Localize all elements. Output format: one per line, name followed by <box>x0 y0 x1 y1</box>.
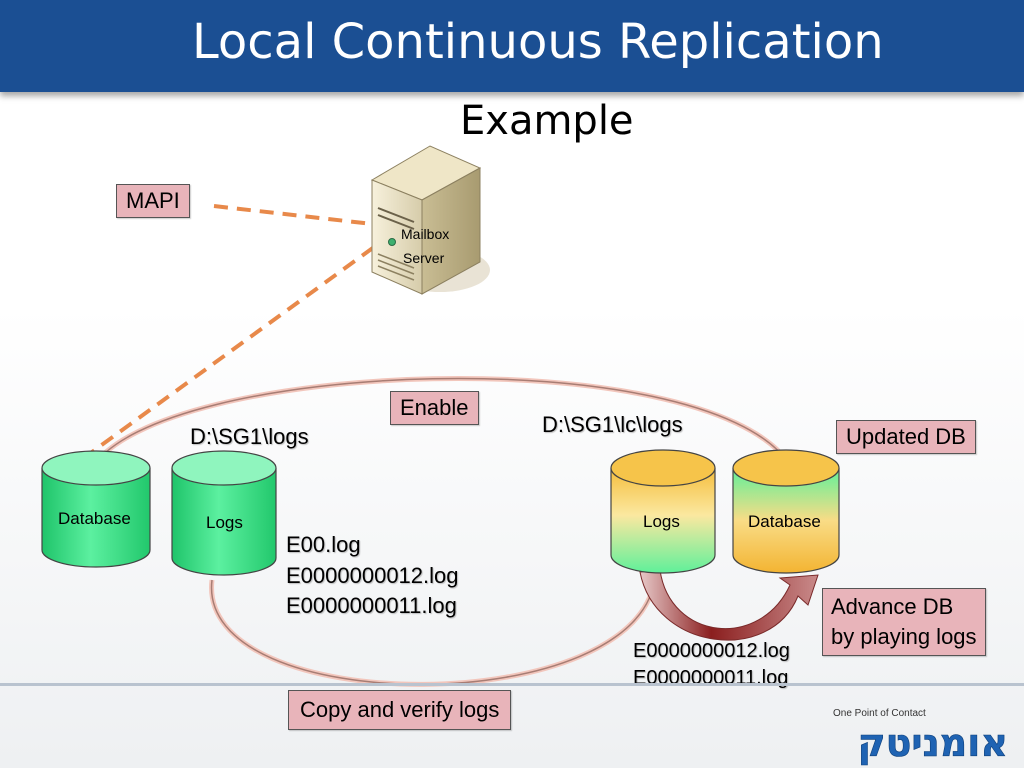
source-database-cylinder <box>41 450 151 568</box>
slide-subtitle: Example <box>460 98 634 144</box>
target-path-label: D:\SG1\lc\logs <box>542 412 683 437</box>
target-log-file: E0000000011.log <box>633 667 789 689</box>
source-log-file: E00.log <box>286 532 361 557</box>
advance-db-line-1: Advance DB <box>831 594 954 619</box>
slide-title: Local Continuous Replication <box>192 14 884 70</box>
source-log-file: E0000000011.log <box>286 593 457 618</box>
server-label-1: Mailbox <box>401 226 449 242</box>
target-logs-label: Logs <box>643 512 680 531</box>
target-logs-cylinder <box>610 449 716 574</box>
source-database-label: Database <box>58 509 131 528</box>
updated-db-box: Updated DB <box>836 420 976 454</box>
server-label-2: Server <box>403 250 445 266</box>
copy-verify-box: Copy and verify logs <box>288 690 512 730</box>
enable-box: Enable <box>390 391 479 425</box>
mapi-connector <box>213 204 391 228</box>
advance-db-line-2: by playing logs <box>831 624 977 649</box>
advance-arrow <box>639 569 819 641</box>
target-database-cylinder <box>732 449 840 574</box>
logo-tagline: One Point of Contact <box>833 708 926 719</box>
title-bar: Local Continuous Replication <box>0 0 1024 92</box>
target-log-file: E0000000012.log <box>633 640 790 662</box>
source-log-file: E0000000012.log <box>286 563 459 588</box>
logo-name: אומניטק <box>858 721 1008 765</box>
mapi-box: MAPI <box>116 184 190 218</box>
server-db-connector <box>90 232 394 454</box>
advance-db-box: Advance DB by playing logs <box>822 588 986 656</box>
source-logs-cylinder <box>171 450 277 576</box>
target-database-label: Database <box>748 512 821 531</box>
source-path-label: D:\SG1\logs <box>190 424 309 449</box>
mailbox-server-icon <box>370 145 490 295</box>
source-logs-label: Logs <box>206 513 243 532</box>
footer-divider <box>0 683 1024 686</box>
